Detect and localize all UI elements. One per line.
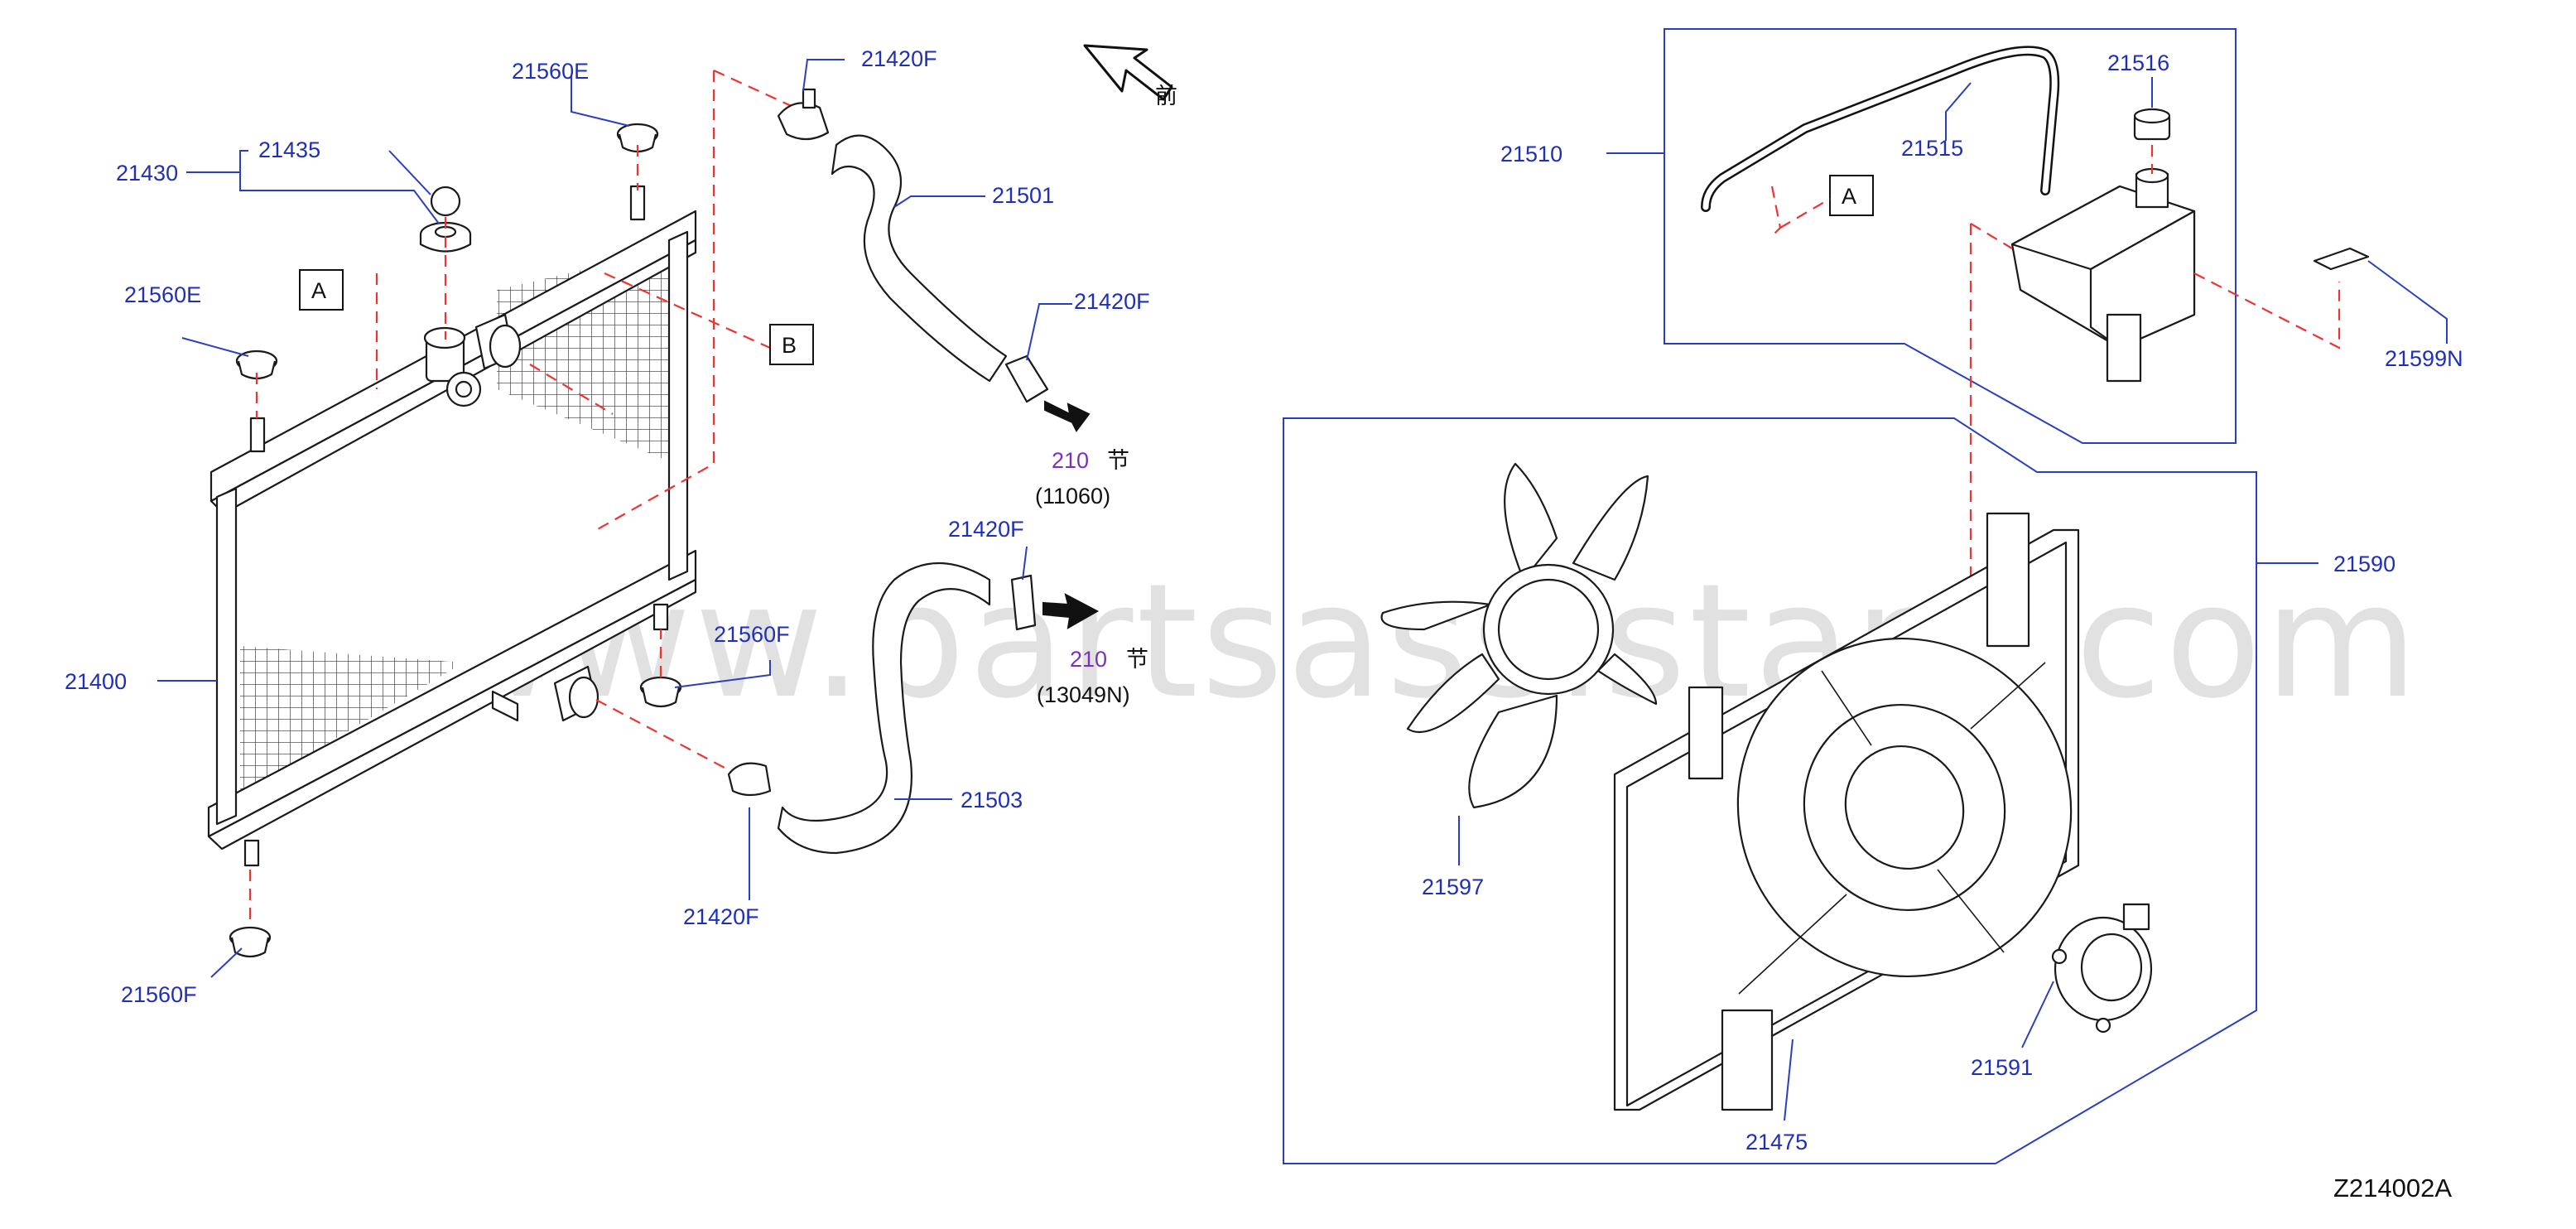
caution-label [2313,247,2370,271]
leaders-left [157,59,1072,978]
svg-text:(13049N): (13049N) [1037,682,1130,707]
reservoir-tank [2010,167,2196,383]
overflow-hose [1701,46,2060,212]
label-21560e-left: 21560E [124,282,201,307]
drain-cock [491,690,519,722]
clamp-21420f-top [777,88,830,141]
leader-21591 [2021,981,2054,1048]
mount-pin-bottom [243,839,260,867]
callout-a-left: A [299,269,344,311]
filler-neck [423,326,482,407]
fan-group-frame [1283,417,2257,1164]
fan-shroud [1613,512,2080,1111]
section-ref-lower: 210 节 (13049N) [1037,647,1148,707]
svg-text:(11060): (11060) [1035,484,1110,508]
clamp-21420f-lower [1010,574,1037,631]
mount-pin-right [652,603,669,631]
upper-outlet-pipe [474,313,522,370]
leader-21475 [1784,1039,1794,1121]
svg-text:A: A [1842,184,1856,209]
label-21420f-lower: 21420F [948,517,1024,542]
label-21599n: 21599N [2385,346,2463,371]
label-21590: 21590 [2333,552,2395,576]
label-21516: 21516 [2107,51,2169,75]
label-21510: 21510 [1500,142,1562,166]
grommet-21560e-top [616,123,659,153]
radiator-mesh-lower [240,646,464,795]
grommet-21560f-right [639,676,682,708]
clamp-21420f-mid [1004,354,1049,403]
svg-text:210: 210 [1070,647,1107,672]
label-21420f-bottom: 21420F [683,904,759,929]
mount-pin-left [249,417,266,453]
label-21515: 21515 [1901,136,1963,161]
cooling-fan [1380,462,1658,809]
label-21420f-top: 21420F [861,46,937,71]
front-arrow-icon [1083,44,1173,101]
grommet-21560f-bottom [229,926,272,958]
tank-cap [2133,108,2171,141]
front-label: 前 [1155,84,1177,108]
label-21597: 21597 [1422,875,1484,899]
label-21400: 21400 [65,669,127,694]
section-ref-upper: 210 节 (11060) [1035,448,1129,508]
mount-pin-top [629,185,646,221]
callout-a-right: A [1829,175,1874,216]
label-21420f-mid: 21420F [1074,289,1150,314]
radiator-assembly [207,185,697,867]
lower-hose [777,561,991,855]
label-21435: 21435 [258,137,320,162]
leaders-reservoir [1945,77,2448,344]
svg-text:节: 节 [1107,448,1129,473]
label-21503: 21503 [961,788,1023,812]
label-21560e-top: 21560E [512,59,589,84]
cap-seal [430,186,461,217]
callout-b: B [769,324,814,365]
clamp-21420f-bottom [727,762,772,797]
assembly-lines-radiator [248,70,796,926]
watermark: www.partsassistant.com [431,550,2421,733]
label-21430: 21430 [116,161,178,186]
label-21501: 21501 [992,183,1054,208]
lower-outlet-pipe [553,665,599,722]
fan-motor [2051,903,2153,1034]
reservoir-group-frame [1664,28,2237,444]
arrow-lower [1042,593,1100,629]
label-21560f-bottom: 21560F [121,982,197,1007]
svg-text:B: B [782,333,797,358]
svg-text:节: 节 [1126,647,1148,672]
diagram-code: Z214002A [2333,1174,2452,1202]
svg-text:A: A [311,278,326,303]
label-21591: 21591 [1971,1055,2033,1080]
upper-hose [831,134,1008,383]
svg-text:210: 210 [1052,448,1089,473]
label-21560f-right: 21560F [714,622,790,647]
label-21475: 21475 [1745,1130,1808,1154]
arrow-upper [1044,400,1091,432]
radiator-cap [419,221,472,253]
